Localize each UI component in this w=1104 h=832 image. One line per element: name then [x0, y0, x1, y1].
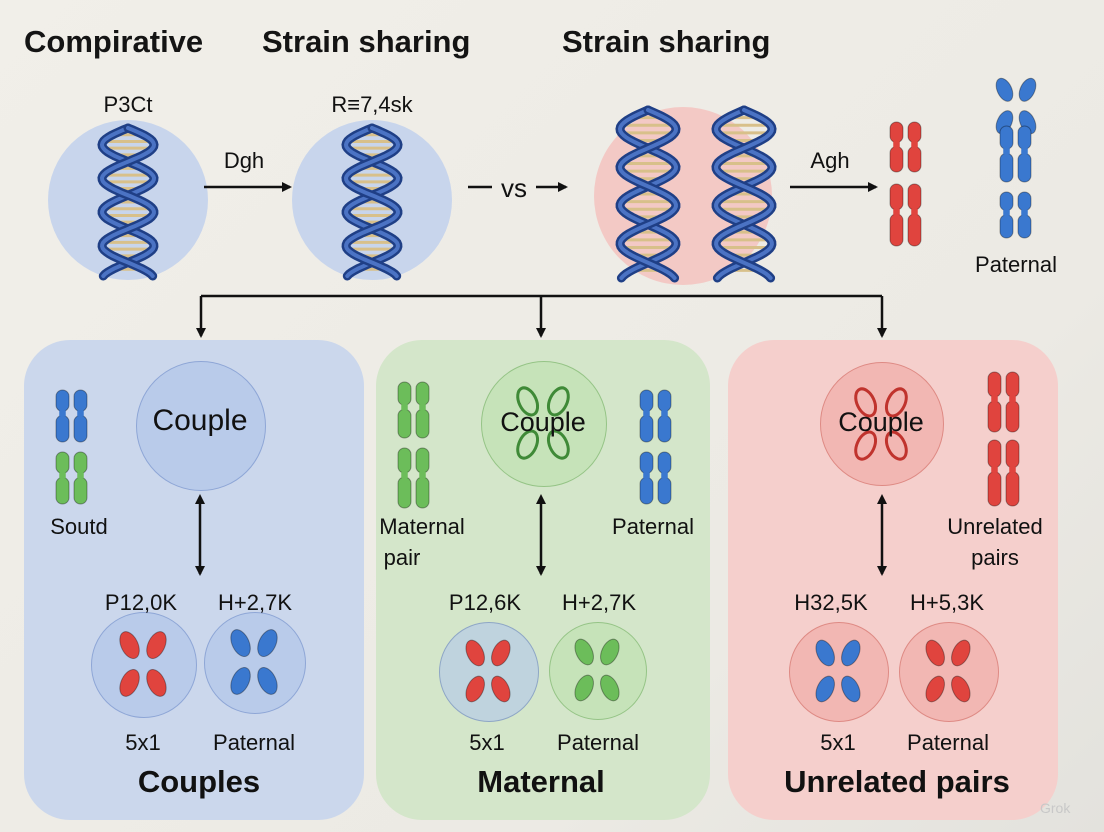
small-circle-couples-right: [204, 612, 306, 714]
chrom-maternal-green-1: [397, 381, 430, 439]
chrom-unrelated-small-right: [925, 639, 971, 703]
chrom-couples-green: [55, 451, 88, 505]
dna-helix-3: [615, 105, 681, 283]
watermark-logo: Grok: [1040, 800, 1070, 816]
chrom-unrelated-red-2: [987, 439, 1020, 507]
dna-helix-2: [341, 123, 403, 281]
couples-stat-left: P12,0K: [104, 590, 178, 615]
dna-helix-1: [97, 123, 159, 281]
chrom-couples-small-left: [119, 631, 167, 697]
chrom-unrelated-circle-x: [854, 387, 908, 461]
chrom-top-blue-x: [995, 77, 1037, 135]
unrelated-side-line2: pairs: [971, 545, 1019, 570]
chrom-maternal-circle-x: [516, 386, 570, 460]
couple-circle-unrelated: [820, 362, 944, 486]
chrom-top-red-1: [889, 121, 922, 173]
chrom-top-red-2: [889, 183, 922, 247]
unrelated-stat-right: H+5,3K: [910, 590, 984, 615]
vs-label: vs: [501, 173, 527, 203]
chrom-couples-small-right: [230, 629, 278, 695]
unrelated-stat-left: H32,5K: [794, 590, 868, 615]
maternal-stat-right: H+2,7K: [562, 590, 636, 615]
small-circle-maternal-left: [439, 622, 539, 722]
small-circle-unrelated-left: [789, 622, 889, 722]
maternal-small-right-label: Paternal: [557, 730, 639, 755]
small-circle-maternal-right: [549, 622, 647, 720]
arrow-dgh-label: Dgh: [223, 148, 265, 173]
chrom-maternal-blue-1: [639, 389, 672, 443]
dna-helix-4: [711, 105, 777, 283]
chrom-maternal-small-left: [465, 639, 511, 703]
maternal-side-left-line2: pair: [383, 545, 421, 570]
dna1-label: P3Ct: [103, 92, 153, 117]
couples-panel-title: Couples: [137, 764, 261, 799]
unrelated-small-left-label: 5x1: [820, 730, 856, 755]
chrom-top-blue-2: [999, 191, 1032, 239]
chrom-maternal-green-2: [397, 447, 430, 509]
couple-circle-couples: [136, 361, 266, 491]
header-strain-sharing-1: Strain sharing: [262, 24, 471, 59]
dna2-label: R≡7,4sk: [331, 92, 413, 117]
couples-stat-right: H+2,7K: [218, 590, 292, 615]
maternal-circle-label: Couple: [500, 407, 586, 437]
chromosome-icons: [55, 77, 1037, 703]
couples-side-label: Soutd: [50, 514, 108, 539]
couples-circle-label: Couple: [152, 404, 248, 437]
small-circle-couples-left: [91, 612, 197, 718]
top-paternal-label: Paternal: [975, 252, 1057, 277]
maternal-side-left-line1: Maternal: [379, 514, 465, 539]
maternal-stat-left: P12,6K: [448, 590, 522, 615]
dna-helices: [97, 105, 777, 283]
arrow-agh-label: Agh: [810, 148, 850, 173]
header-comparative: Compirative: [24, 24, 204, 59]
couples-small-left-label: 5x1: [125, 730, 161, 755]
unrelated-side-line1: Unrelated: [947, 514, 1043, 539]
maternal-panel-title: Maternal: [477, 764, 605, 799]
couples-small-right-label: Paternal: [213, 730, 295, 755]
watermark-text: Grok: [1040, 800, 1071, 816]
unrelated-small-right-label: Paternal: [907, 730, 989, 755]
chrom-top-blue-1: [999, 125, 1032, 183]
maternal-side-right-label: Paternal: [612, 514, 694, 539]
chrom-couples-blue: [55, 389, 88, 443]
chrom-maternal-blue-2: [639, 451, 672, 505]
header-strain-sharing-2: Strain sharing: [562, 24, 771, 59]
couple-circle-maternal: [481, 361, 607, 487]
chrom-maternal-small-right: [574, 638, 620, 702]
chrom-unrelated-red-1: [987, 371, 1020, 433]
unrelated-panel-title: Unrelated pairs: [784, 764, 1010, 799]
unrelated-circle-label: Couple: [838, 407, 924, 437]
small-circle-unrelated-right: [899, 622, 999, 722]
chrom-unrelated-small-left: [815, 639, 861, 703]
maternal-small-left-label: 5x1: [469, 730, 505, 755]
